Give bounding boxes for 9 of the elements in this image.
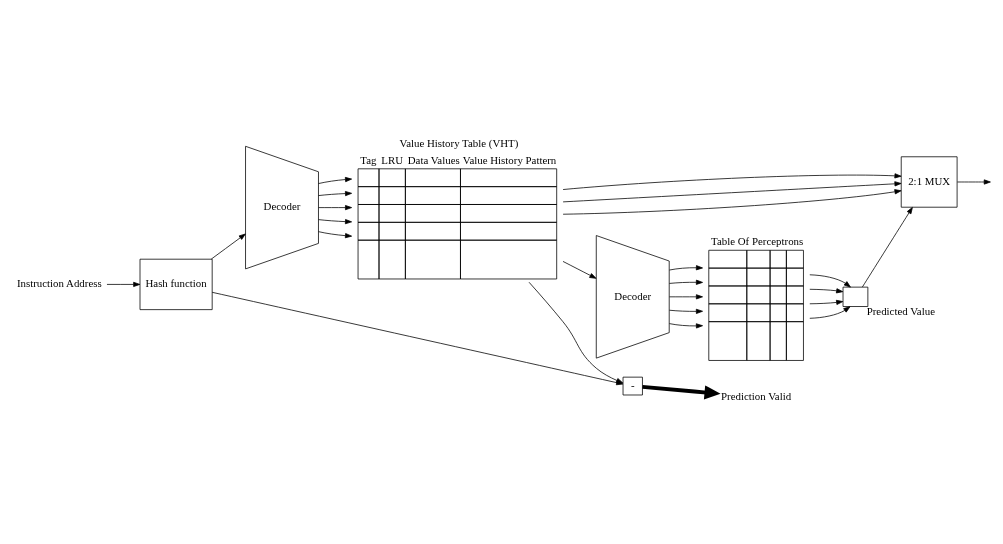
node-label: Predicted Value [866, 305, 935, 318]
node-label: Data Values [407, 153, 460, 166]
node-label: LRU [381, 153, 404, 166]
node-label: Table Of Perceptrons [711, 235, 804, 247]
node-label: Value History Pattern [462, 153, 557, 166]
node-text: Prediction Valid [721, 389, 792, 402]
node-label: Tag [360, 153, 377, 166]
node-text: Instruction Address [16, 277, 102, 290]
node-label: Value History Table (VHT) [399, 137, 519, 150]
